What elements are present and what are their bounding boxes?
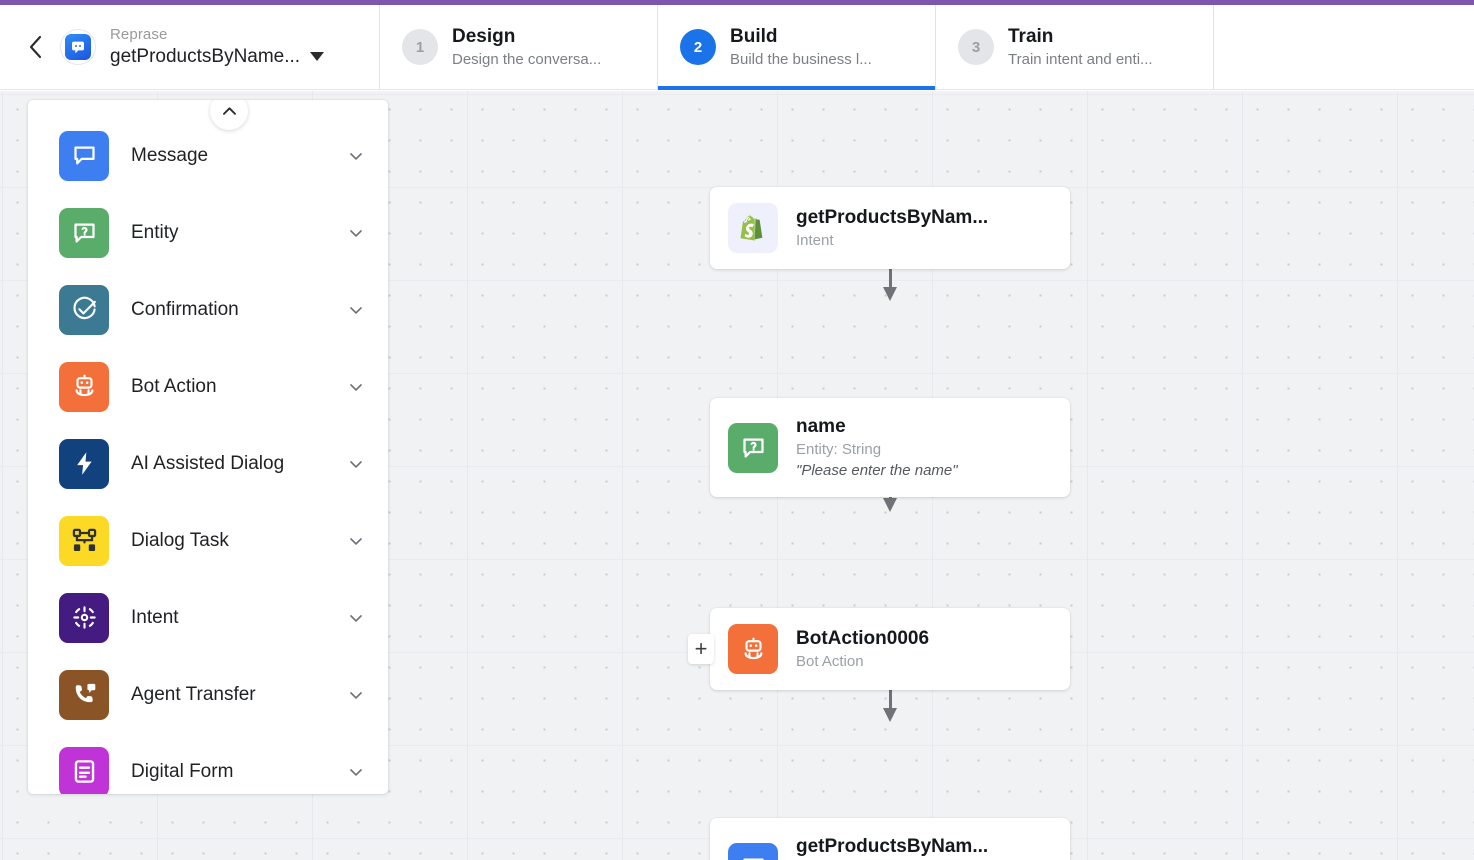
page-title: getProductsByName... [110,45,301,67]
tab-description: Build the business l... [730,50,872,68]
palette-item-label: Agent Transfer [131,683,256,705]
robot-icon [728,624,778,674]
flow-node[interactable]: getProductsByNam... Intent [710,187,1070,269]
chevron-down-icon[interactable] [346,146,366,166]
tab-description: Train intent and enti... [1008,50,1153,68]
header-titles: Reprase getProductsByName... [110,25,325,70]
palette-item-confirmation[interactable]: Confirmation [28,271,388,348]
tab-build[interactable]: 2 Build Build the business l... [658,5,936,90]
tab-step-number: 2 [680,29,716,65]
chevron-down-icon[interactable] [346,300,366,320]
tab-text: Build Build the business l... [730,25,872,70]
caret-down-icon[interactable] [310,52,325,61]
palette-item-label: Intent [131,606,179,628]
crosshair-target-icon [59,592,109,643]
chevron-down-icon[interactable] [346,685,366,705]
node-title: getProductsByNam... [796,836,989,857]
chevron-down-icon[interactable] [346,223,366,243]
robot-icon [59,361,109,412]
node-title: name [796,416,846,437]
flow-node[interactable]: getProductsByNam... Message "Advanced Me… [710,818,1070,860]
tab-train[interactable]: 3 Train Train intent and enti... [936,5,1214,89]
top-accent-bar [0,0,1474,5]
tab-step-number: 3 [958,29,994,65]
chat-bot-icon [65,34,91,60]
app-badge [60,29,96,65]
palette-item-ai-assisted-dialog[interactable]: AI Assisted Dialog [28,425,388,502]
chevron-up-icon [222,106,236,115]
header-filler [1214,5,1474,89]
message-bubble-icon [59,130,109,181]
tab-description: Design the conversa... [452,50,602,68]
chevron-down-icon[interactable] [346,377,366,397]
check-circle-icon [59,284,109,335]
node-tree-icon [59,515,109,566]
node-body: getProductsByNam... Intent [796,205,988,251]
palette-item-label: Dialog Task [131,529,229,551]
palette-item-label: Message [131,144,209,166]
add-node-button[interactable]: + [688,634,714,664]
breadcrumb: Reprase [110,25,168,43]
node-body: name Entity: String "Please enter the na… [796,414,958,481]
header-task-section: Reprase getProductsByName... [0,5,380,89]
tab-title: Design [452,25,516,47]
palette-item-digital-form[interactable]: Digital Form [28,733,388,794]
chevron-down-icon[interactable] [346,762,366,782]
chevron-down-icon[interactable] [346,531,366,551]
entity-question-icon [59,207,109,258]
node-type: Intent [796,232,834,249]
tab-design[interactable]: 1 Design Design the conversa... [380,5,658,89]
shopify-bag-icon [728,203,778,253]
flow-node[interactable]: + BotAction0006 Bot Action [688,608,1070,690]
palette-item-message[interactable]: Message [28,117,388,194]
flow-node[interactable]: name Entity: String "Please enter the na… [710,398,1070,497]
phone-chat-icon [59,669,109,720]
step-tabs: 1 Design Design the conversa... 2 Build … [380,5,1214,90]
tab-text: Train Train intent and enti... [1008,25,1153,70]
palette-item-label: Digital Form [131,760,234,782]
entity-question-icon [728,422,778,473]
palette-item-label: Entity [131,221,179,243]
palette-item-label: AI Assisted Dialog [131,452,285,474]
message-bubble-icon [728,842,778,860]
node-title: BotAction0006 [796,628,930,649]
chevron-down-icon[interactable] [346,608,366,628]
tab-text: Design Design the conversa... [452,25,601,70]
node-palette-panel: Message Entity Confirmation Bot Action [28,100,388,794]
tab-step-number: 1 [402,29,438,65]
palette-list: Message Entity Confirmation Bot Action [28,117,388,794]
palette-item-agent-transfer[interactable]: Agent Transfer [28,656,388,733]
flow-canvas[interactable]: Message Entity Confirmation Bot Action [0,91,1474,860]
palette-collapse-button[interactable] [210,100,248,130]
app-header: Reprase getProductsByName... 1 Design De… [0,5,1474,90]
lightning-bolt-icon [59,438,109,489]
node-quote: "Please enter the name" [796,462,958,479]
back-chevron-icon[interactable] [22,34,48,60]
task-selector[interactable]: getProductsByName... [110,44,325,70]
tab-title: Build [730,25,778,47]
palette-item-dialog-task[interactable]: Dialog Task [28,502,388,579]
palette-item-intent[interactable]: Intent [28,579,388,656]
form-document-icon [59,746,109,794]
chevron-down-icon[interactable] [346,454,366,474]
node-body: BotAction0006 Bot Action [796,626,929,672]
node-type: Entity: String [796,441,882,458]
node-title: getProductsByNam... [796,207,989,228]
node-body: getProductsByNam... Message "Advanced Me… [796,834,988,860]
tab-title: Train [1008,25,1054,47]
palette-item-entity[interactable]: Entity [28,194,388,271]
palette-item-label: Bot Action [131,375,217,397]
node-type: Bot Action [796,653,864,670]
palette-item-label: Confirmation [131,298,239,320]
palette-item-bot-action[interactable]: Bot Action [28,348,388,425]
